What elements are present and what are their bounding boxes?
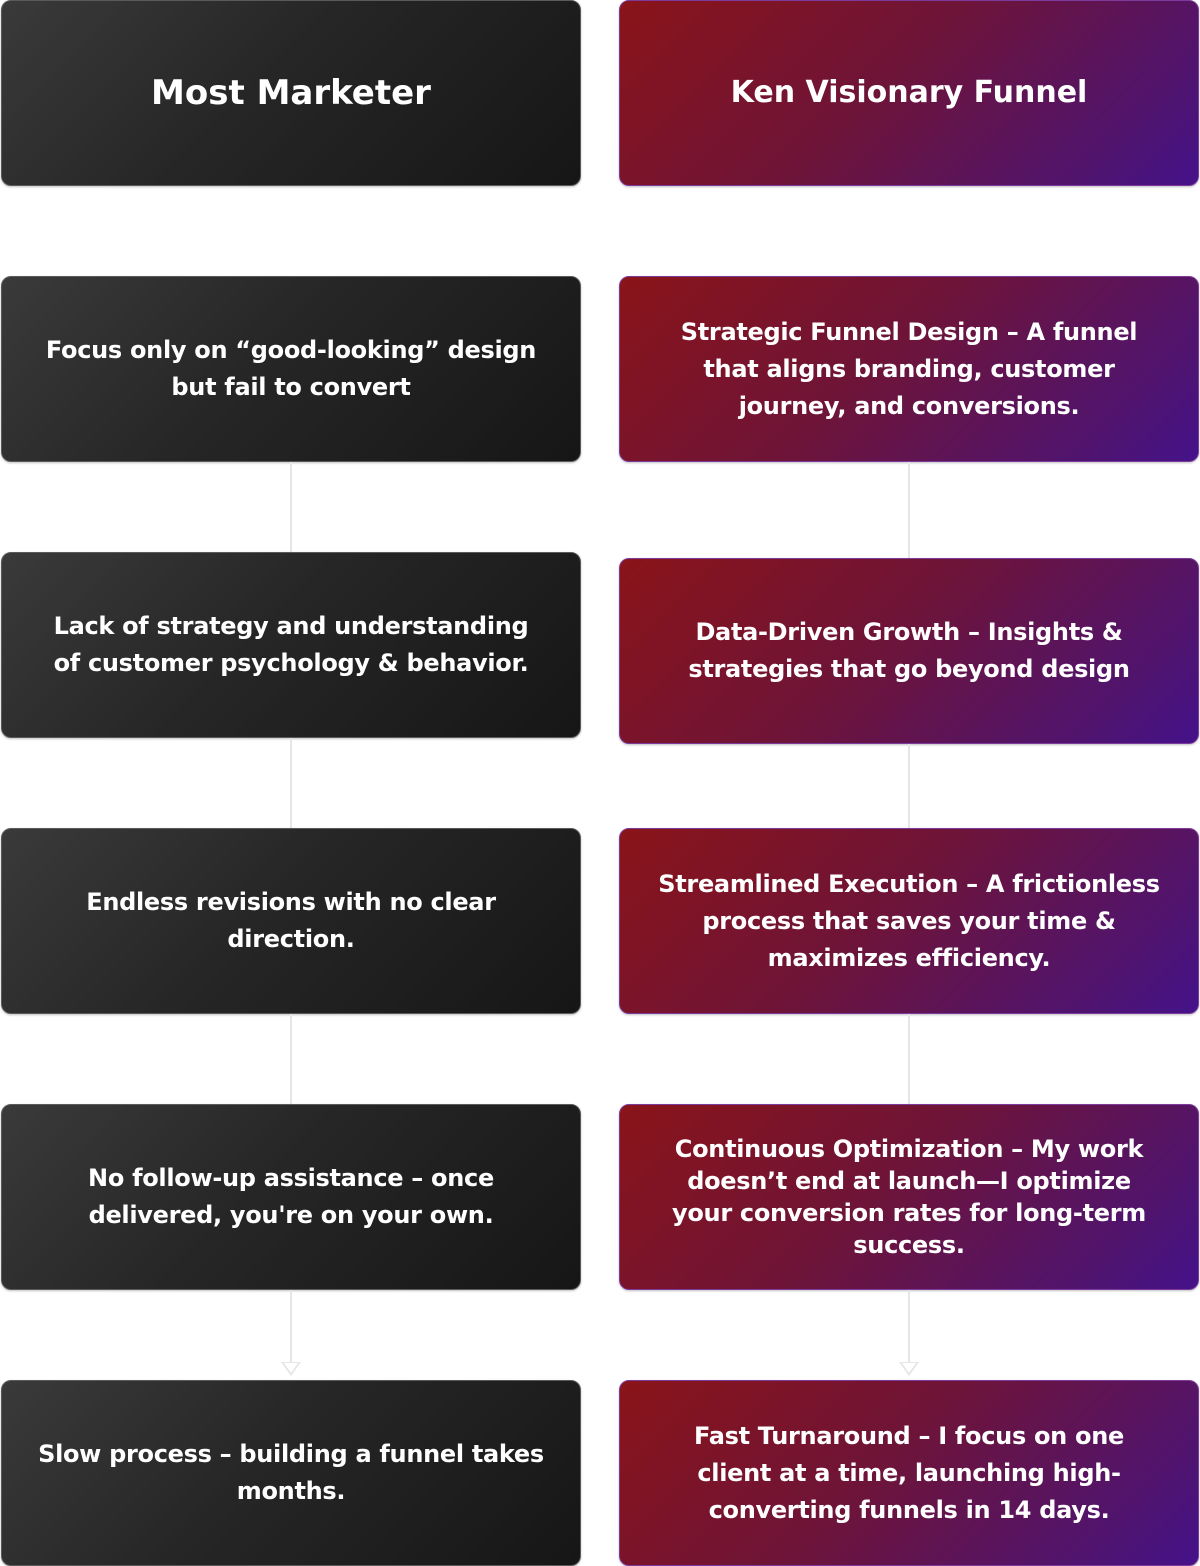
left-card-3-text: Endless revisions with no clear directio… bbox=[86, 888, 496, 953]
left-connector-3 bbox=[290, 1014, 292, 1104]
right-card-1: Strategic Funnel Design – A funnel that … bbox=[619, 276, 1199, 462]
left-connector-4 bbox=[290, 1290, 292, 1362]
left-card-3: Endless revisions with no clear directio… bbox=[1, 828, 581, 1014]
right-card-2: Data-Driven Growth – Insights & strategi… bbox=[619, 558, 1199, 744]
most-marketer-header: Most Marketer bbox=[151, 73, 431, 113]
right-connector-4 bbox=[908, 1290, 910, 1362]
right-card-4: Continuous Optimization – My work doesn’… bbox=[619, 1104, 1199, 1290]
right-connector-3 bbox=[908, 1014, 910, 1104]
left-card-1-text: Focus only on “good-looking” design but … bbox=[45, 336, 537, 401]
right-arrow-down-icon bbox=[899, 1362, 919, 1376]
most-marketer-column: Most Marketer Focus only on “good-lookin… bbox=[1, 0, 581, 1566]
left-card-2: Lack of strategy and understanding of cu… bbox=[1, 552, 581, 738]
right-card-5-text: Fast Turnaround – I focus on one client … bbox=[694, 1421, 1124, 1524]
left-card-4-text: No follow-up assistance – once delivered… bbox=[88, 1164, 494, 1229]
left-card-2-text: Lack of strategy and understanding of cu… bbox=[53, 612, 529, 677]
ken-visionary-header-card: Ken Visionary Funnel bbox=[619, 0, 1199, 186]
right-connector-2 bbox=[908, 744, 910, 828]
right-connector-1 bbox=[908, 462, 910, 558]
left-connector-2 bbox=[290, 738, 292, 828]
right-card-3-text: Streamlined Execution – A frictionless p… bbox=[658, 869, 1160, 972]
left-card-4: No follow-up assistance – once delivered… bbox=[1, 1104, 581, 1290]
ken-visionary-header: Ken Visionary Funnel bbox=[730, 75, 1088, 110]
left-card-1: Focus only on “good-looking” design but … bbox=[1, 276, 581, 462]
left-card-5-text: Slow process – building a funnel takes m… bbox=[38, 1440, 544, 1505]
ken-visionary-funnel-column: Ken Visionary Funnel Strategic Funnel De… bbox=[619, 0, 1199, 1566]
right-card-5: Fast Turnaround – I focus on one client … bbox=[619, 1380, 1199, 1566]
right-card-2-text: Data-Driven Growth – Insights & strategi… bbox=[688, 618, 1130, 683]
right-card-3: Streamlined Execution – A frictionless p… bbox=[619, 828, 1199, 1014]
right-card-4-text: Continuous Optimization – My work doesn’… bbox=[672, 1135, 1146, 1259]
right-card-1-text: Strategic Funnel Design – A funnel that … bbox=[680, 317, 1138, 420]
most-marketer-header-card: Most Marketer bbox=[1, 0, 581, 186]
left-card-5: Slow process – building a funnel takes m… bbox=[1, 1380, 581, 1566]
left-connector-1 bbox=[290, 462, 292, 552]
left-arrow-down-icon bbox=[281, 1362, 301, 1376]
